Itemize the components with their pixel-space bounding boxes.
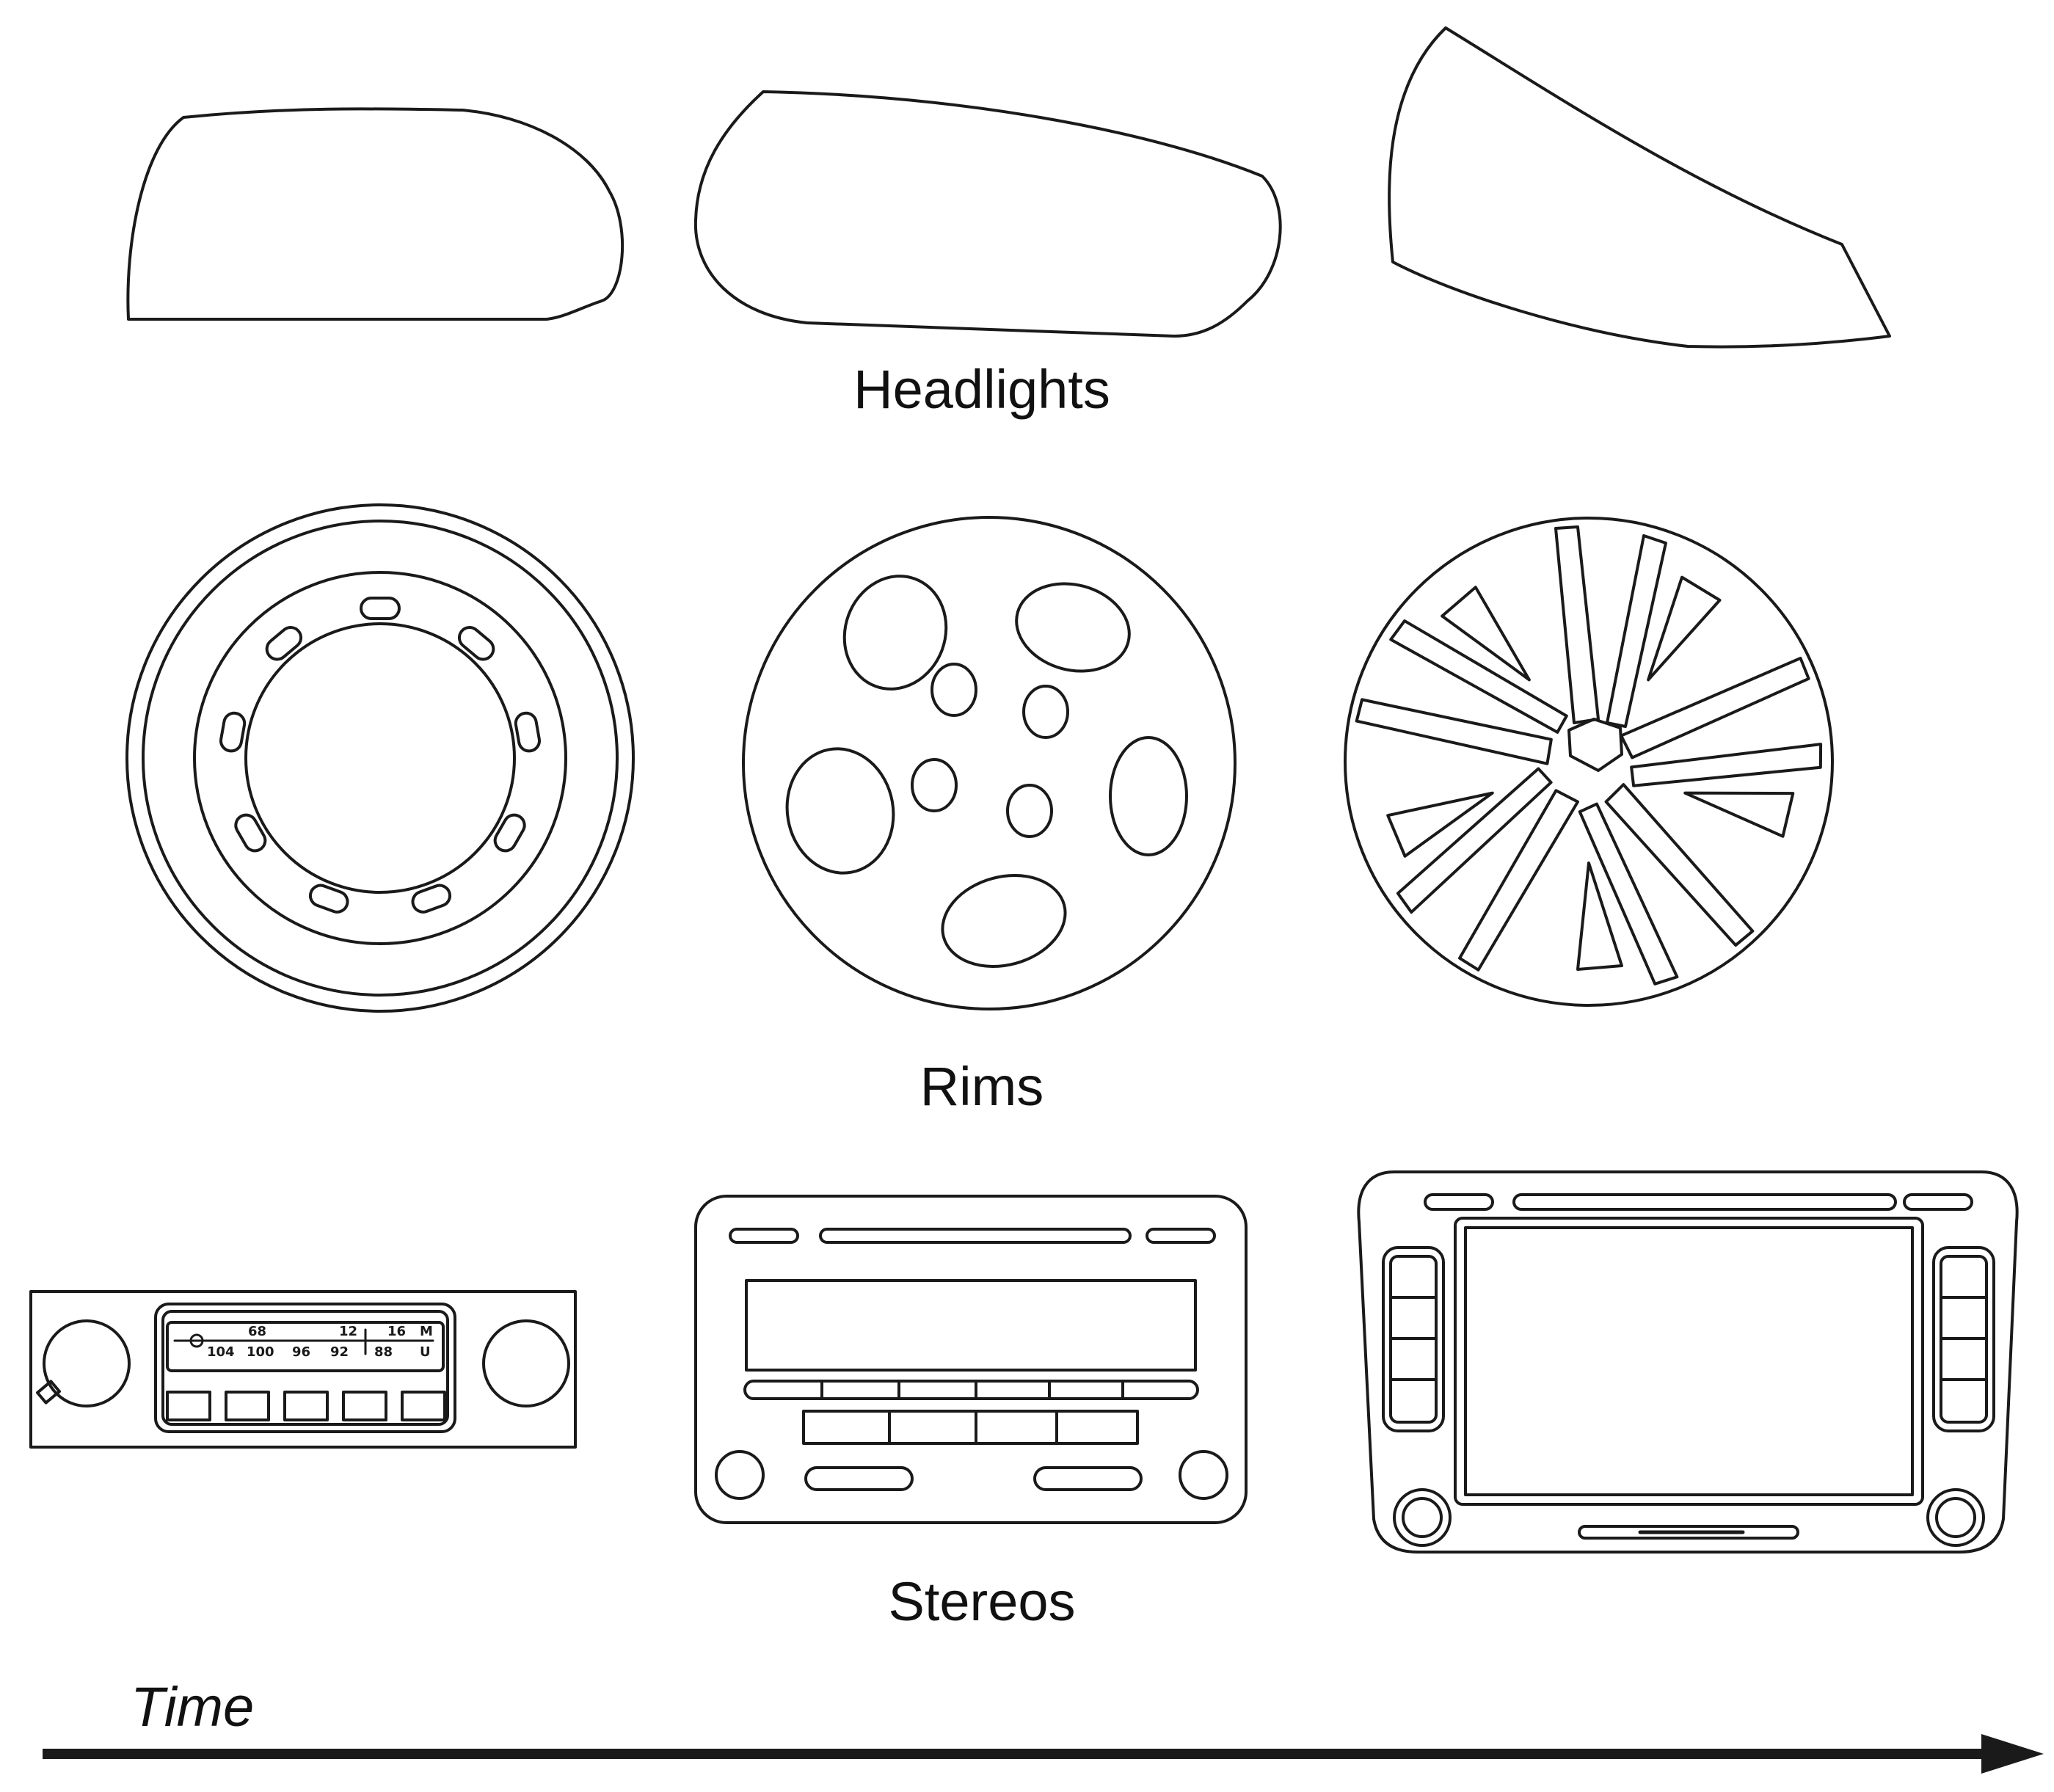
side-buttons-right [1932,1246,1995,1432]
radio-faceplate [154,1303,456,1433]
rim-old [125,503,635,1013]
radio-dial-window [166,1321,445,1372]
rim-new [1344,517,1834,1007]
rim-old-slots [219,597,541,914]
side-buttons-left [1382,1246,1445,1432]
dial-bottom-number: 92 [330,1344,349,1360]
rim-new-windows [1386,575,1795,971]
stereo-mid [694,1195,1248,1524]
stereos-label: Stereos [888,1571,1076,1632]
volume-knob-left [43,1319,131,1407]
stereos-row: 68 12 16 M 104 100 96 92 88 U [29,1170,2019,1554]
stereo-new [1357,1170,2019,1554]
stereo-mid-display [745,1279,1197,1372]
headlight-mid [693,90,1282,338]
dial-top-number: 12 [339,1324,357,1339]
time-label: Time [131,1676,255,1738]
tuning-knob-right [482,1319,570,1407]
dial-bottom-number: U [420,1344,431,1360]
time-arrow [43,1734,2044,1774]
rims-row [125,503,1834,1013]
rim-new-spokes [1355,525,1823,986]
dial-top-number: M [420,1324,433,1339]
dial-top-number: 16 [387,1324,406,1339]
headlight-new [1388,26,1891,349]
dial-bottom-number: 100 [247,1344,274,1360]
touchscreen-display [1464,1226,1914,1496]
headlights-row [126,26,1891,349]
headlights-label: Headlights [853,359,1110,420]
rims-label: Rims [919,1056,1044,1117]
rim-mid [742,516,1237,1010]
preset-buttons [166,1391,446,1421]
dial-bottom-number: 88 [374,1344,393,1360]
dial-top-number: 68 [248,1324,266,1339]
dial-bottom-number: 96 [292,1344,310,1360]
stereo-old: 68 12 16 M 104 100 96 92 88 U [29,1290,577,1449]
touchscreen-bezel [1454,1217,1924,1506]
headlight-old [126,107,624,321]
dial-bottom-number: 104 [207,1344,235,1360]
